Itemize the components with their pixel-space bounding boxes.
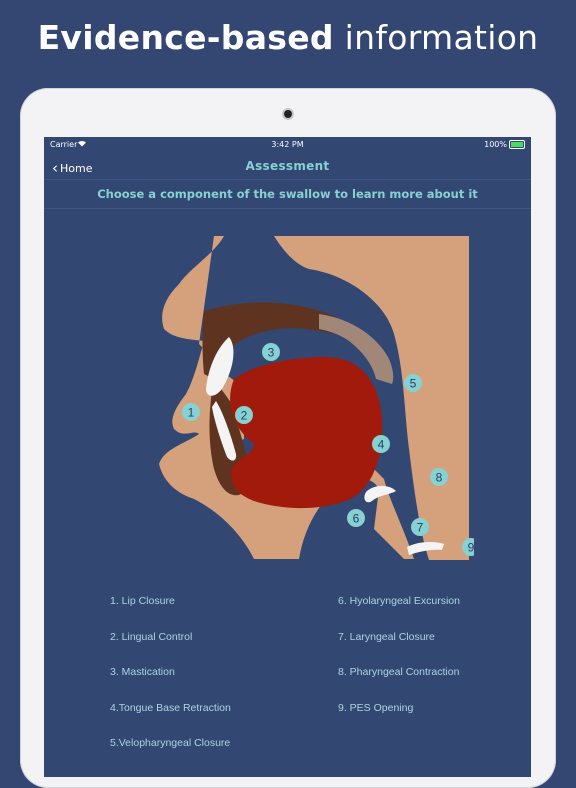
instruction-text: Choose a component of the swallow to lea… [44,181,531,209]
marker-2[interactable]: 2 [235,406,253,424]
navigation-bar: ‹Home Assessment [44,153,531,180]
anatomy-pes [407,542,444,555]
back-button[interactable]: ‹Home [52,158,93,177]
page-title: Assessment [245,159,330,173]
component-item-hyolaryngeal-excursion[interactable]: 6. Hyolaryngeal Excursion [338,595,460,607]
svg-text:7: 7 [417,521,424,535]
marker-9[interactable]: 9 [462,538,474,556]
marker-8[interactable]: 8 [430,468,448,486]
component-item-velopharyngeal-closure[interactable]: 5.Velopharyngeal Closure [110,737,231,749]
swallow-anatomy-diagram: 1 2 3 4 5 6 7 8 [159,236,474,560]
anatomy-tongue [230,357,383,509]
svg-text:8: 8 [436,471,443,485]
carrier-label: Carrier [50,140,78,149]
svg-text:5: 5 [410,377,417,391]
anatomy-velum [319,314,394,384]
back-label: Home [60,162,93,175]
svg-text:6: 6 [353,512,360,526]
component-item-mastication[interactable]: 3. Mastication [110,666,175,678]
component-item-laryngeal-closure[interactable]: 7. Laryngeal Closure [338,631,435,643]
component-item-lingual-control[interactable]: 2. Lingual Control [110,631,193,643]
battery-percent: 100% [484,140,507,149]
marker-4[interactable]: 4 [372,435,390,453]
component-item-pes-opening[interactable]: 9. PES Opening [338,702,414,714]
chevron-left-icon: ‹ [52,159,58,177]
battery-icon [509,140,525,149]
promo-headline: Evidence-based information [0,18,576,57]
anatomy-posterior-tissue [274,236,469,560]
anatomy-upper-teeth [206,337,234,396]
app-screen: Carrier 3:42 PM 100% ‹Home Assessment Ch… [44,137,531,777]
headline-bold: Evidence-based [37,18,334,57]
anatomy-hyoid [364,485,396,503]
marker-6[interactable]: 6 [347,509,365,527]
svg-text:3: 3 [268,346,275,360]
camera-icon [284,110,292,118]
component-item-pharyngeal-contraction[interactable]: 8. Pharyngeal Contraction [338,666,460,678]
anatomy-lower-teeth [212,401,237,461]
marker-3[interactable]: 3 [262,343,280,361]
marker-1[interactable]: 1 [182,403,200,421]
component-list: 1. Lip Closure 2. Lingual Control 3. Mas… [44,137,531,777]
component-item-tongue-base-retraction[interactable]: 4.Tongue Base Retraction [110,702,231,714]
status-time: 3:42 PM [271,140,304,149]
component-item-lip-closure[interactable]: 1. Lip Closure [110,595,175,607]
status-bar: Carrier 3:42 PM 100% [44,137,531,153]
headline-light: information [344,18,539,57]
marker-7[interactable]: 7 [411,518,429,536]
wifi-icon [78,140,86,147]
svg-text:4: 4 [378,438,385,452]
anatomy-palate [202,302,344,379]
marker-5[interactable]: 5 [404,374,422,392]
svg-text:1: 1 [188,406,195,420]
svg-text:9: 9 [468,541,474,555]
svg-text:2: 2 [241,409,248,423]
